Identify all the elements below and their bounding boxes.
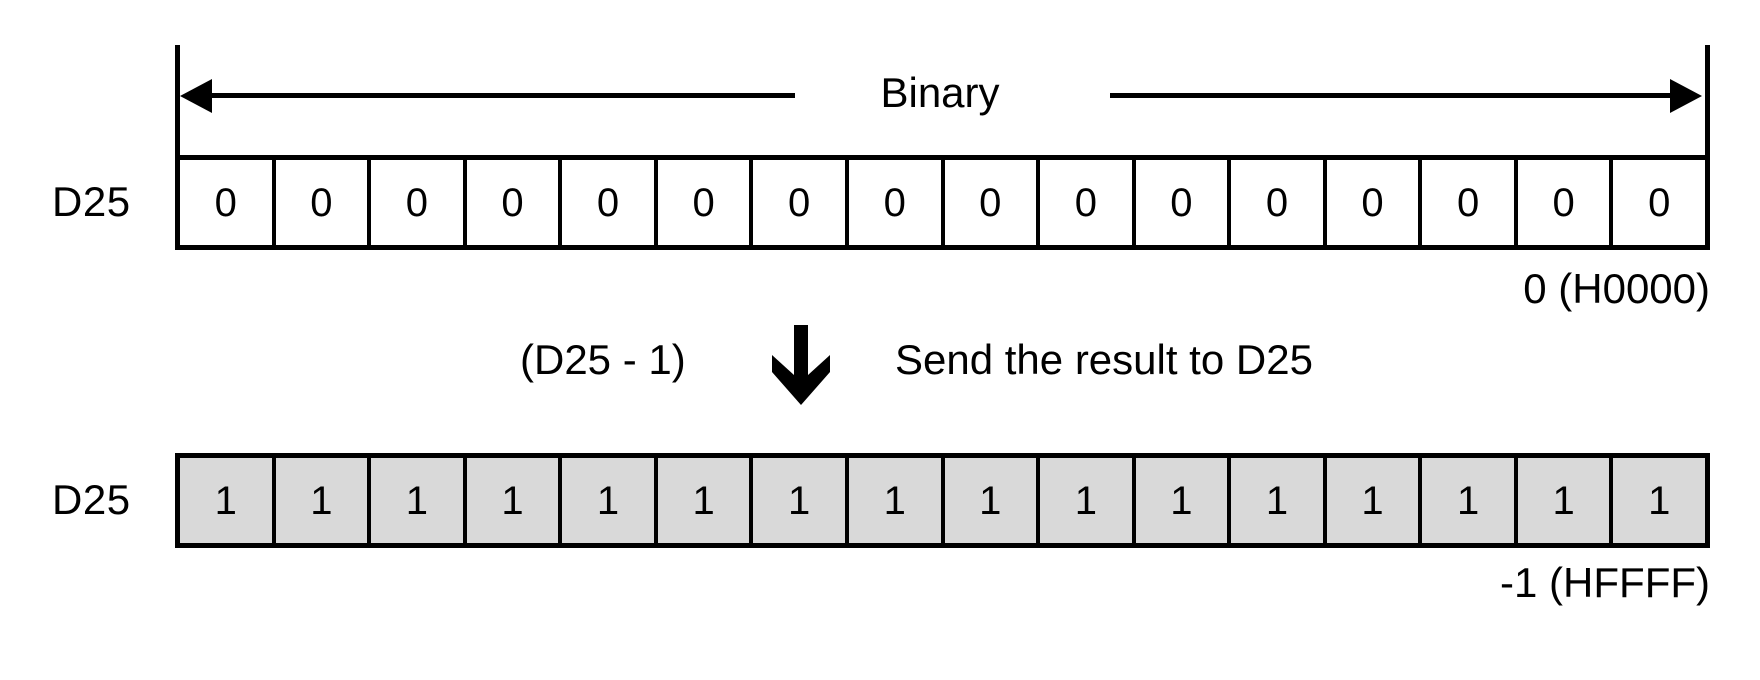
bit-cell: 1 [275,458,372,543]
down-arrow-icon [770,325,832,405]
bit-cell: 0 [275,160,372,245]
right-arrowhead [1670,79,1702,113]
span-tick-right [1705,45,1710,250]
bit-cell: 1 [848,458,945,543]
bit-cell: 0 [1613,160,1705,245]
row-label-bottom: D25 [52,476,131,523]
bit-cell: 0 [1135,160,1232,245]
bit-cell: 0 [753,160,849,245]
bit-cell: 0 [657,160,754,245]
bit-cell: 1 [1517,458,1614,543]
value-caption-bottom: -1 (HFFFF) [1500,559,1710,606]
bit-cell: 1 [657,458,754,543]
bit-cell: 0 [562,160,658,245]
bit-cell: 0 [466,160,563,245]
bit-cell: 1 [1422,458,1518,543]
bit-cell: 0 [371,160,467,245]
bit-cell: 1 [1326,458,1423,543]
left-arrowhead [180,79,212,113]
bit-cell: 1 [180,458,276,543]
bit-cell: 0 [1040,160,1136,245]
bit-cell: 1 [944,458,1041,543]
bit-cell: 1 [1231,458,1327,543]
bit-cell: 1 [1613,458,1705,543]
span-line-right [1110,93,1670,98]
bit-cell: 0 [848,160,945,245]
bit-cell: 0 [944,160,1041,245]
bit-cell: 1 [1135,458,1232,543]
operation-result-text: Send the result to D25 [895,336,1313,383]
bit-cell: 0 [1422,160,1518,245]
row-label-top: D25 [52,178,131,225]
span-line-left [210,93,795,98]
operation-expression: (D25 - 1) [520,336,686,383]
bit-cell: 0 [1517,160,1614,245]
bit-cell: 0 [1231,160,1327,245]
bit-cell: 0 [180,160,276,245]
bit-cell: 1 [466,458,563,543]
bit-cell: 1 [753,458,849,543]
span-label-binary: Binary [880,69,1000,116]
span-tick-left [175,45,180,250]
bit-cell: 1 [371,458,467,543]
bit-cell: 1 [562,458,658,543]
value-caption-top: 0 (H0000) [1523,265,1710,312]
bit-cell: 1 [1040,458,1136,543]
bit-cell: 0 [1326,160,1423,245]
